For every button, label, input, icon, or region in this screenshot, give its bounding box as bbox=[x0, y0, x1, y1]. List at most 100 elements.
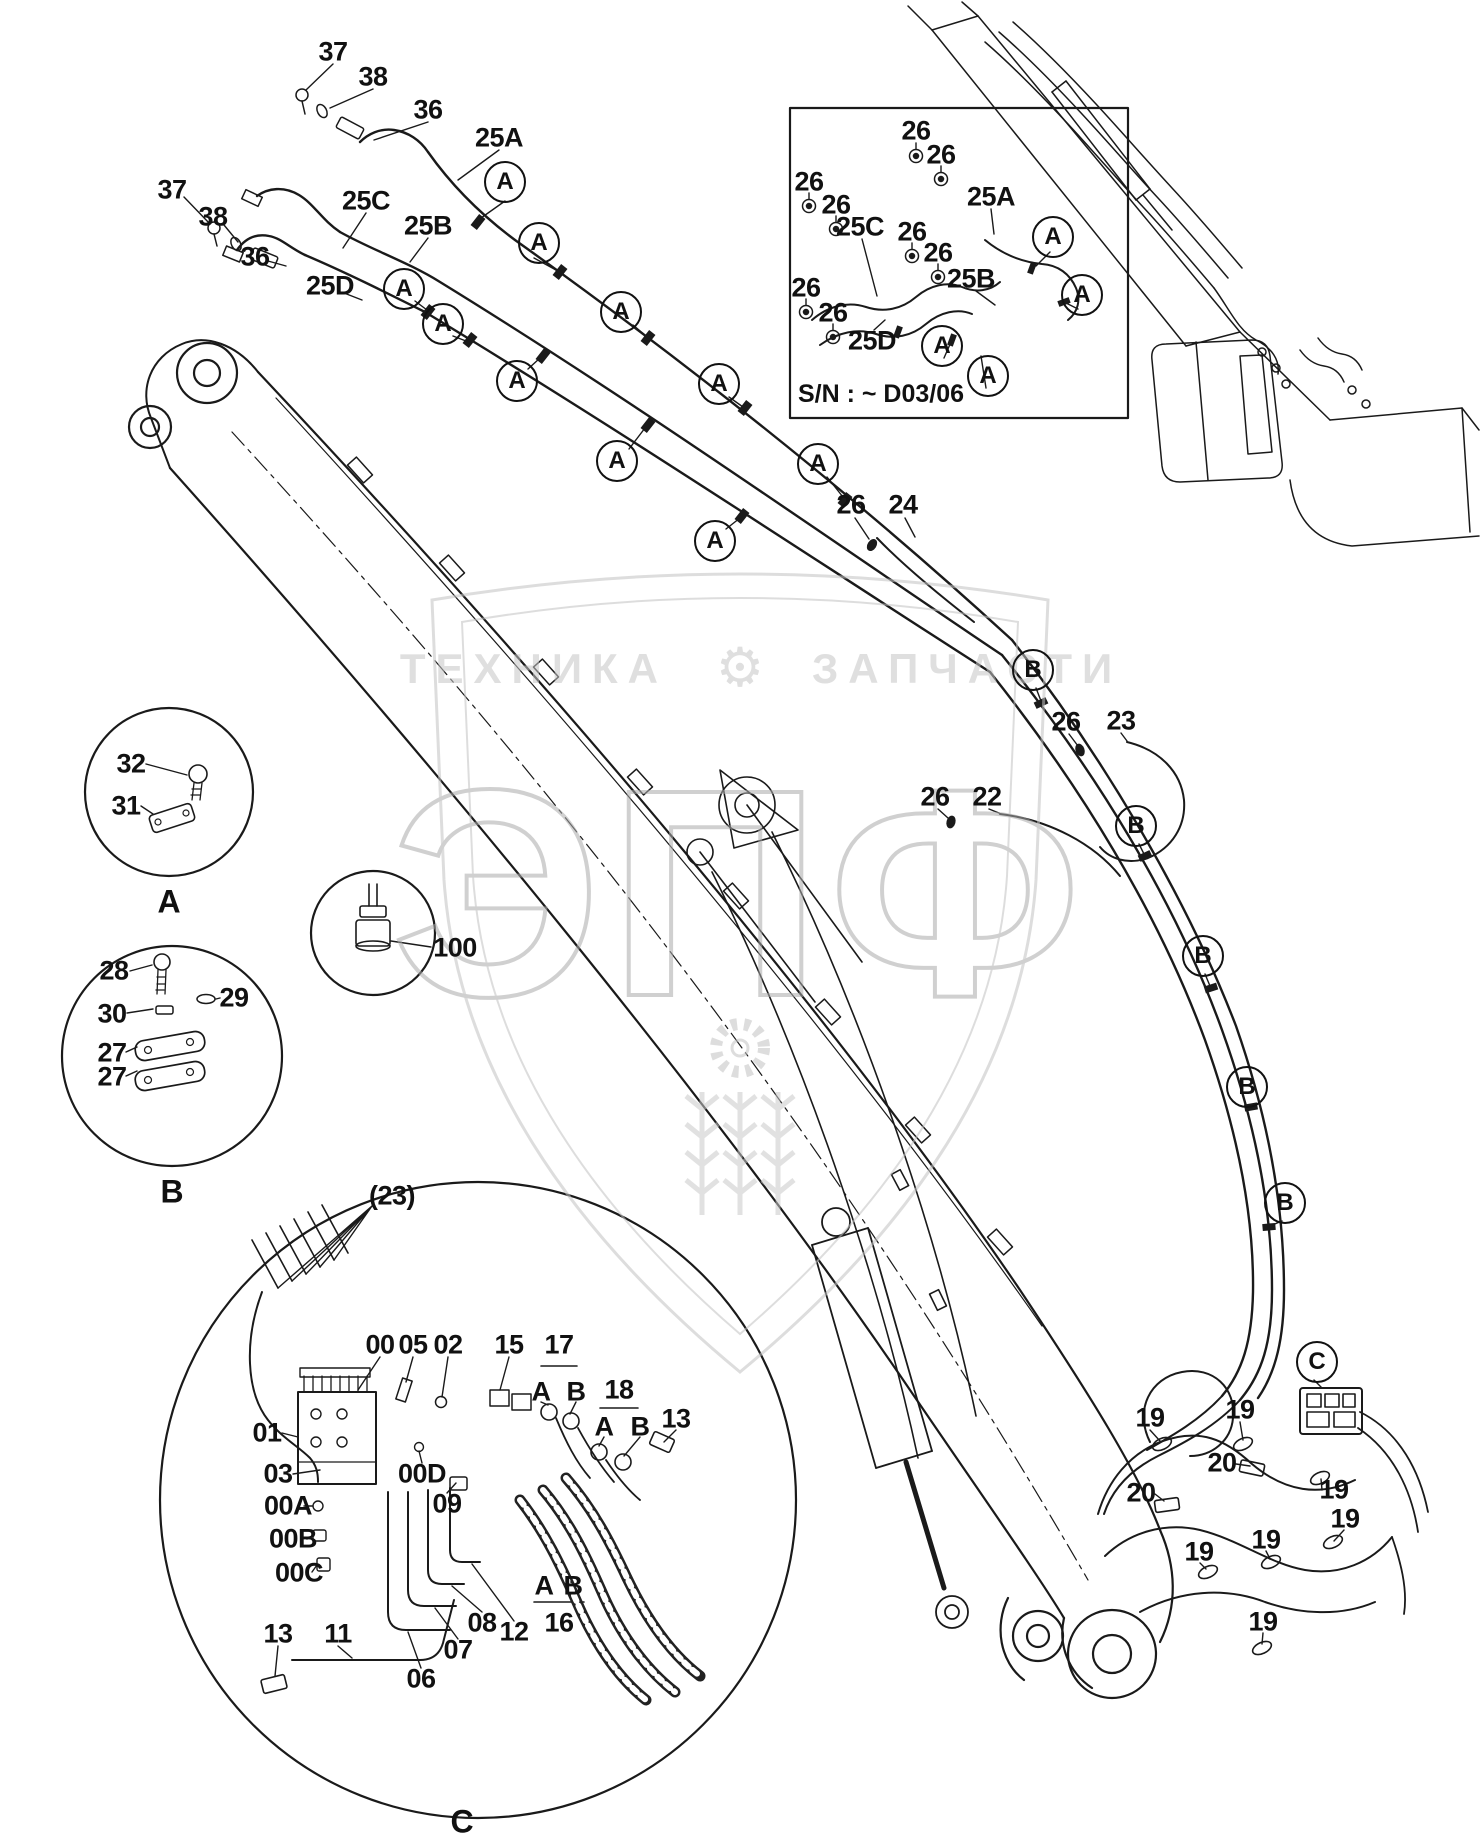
part-label-19: 19 bbox=[1135, 1402, 1165, 1433]
part-label-26: 26 bbox=[901, 115, 931, 146]
part-label-26: 26 bbox=[897, 216, 927, 247]
part-label-25d: 25D bbox=[847, 325, 897, 356]
part-label-24: 24 bbox=[888, 489, 918, 520]
part-label-28: 28 bbox=[99, 955, 129, 986]
part-label-25a: 25A bbox=[966, 181, 1016, 212]
hose-cluster bbox=[1097, 1370, 1429, 1656]
part-label-00a: 00A bbox=[263, 1490, 313, 1521]
part-label-02: 02 bbox=[433, 1329, 463, 1360]
part-label-26: 26 bbox=[818, 297, 848, 328]
section-ref-a-circle: A bbox=[518, 222, 560, 264]
serial-number-note: S/N : ~ D03/06 bbox=[798, 380, 965, 408]
part-label-17: 17 bbox=[544, 1329, 574, 1360]
part-label-27: 27 bbox=[97, 1037, 127, 1068]
section-title-a: A bbox=[157, 883, 181, 920]
connector-block bbox=[1299, 1387, 1363, 1435]
part-label-19: 19 bbox=[1319, 1474, 1349, 1505]
mini-excavator-sketch bbox=[907, 1, 1480, 547]
part-label-27: 27 bbox=[97, 1061, 127, 1092]
section-ref-a-circle: A bbox=[484, 161, 526, 203]
section-ref-a-circle: A bbox=[797, 443, 839, 485]
part-label-26: 26 bbox=[794, 166, 824, 197]
part-label-18: 18 bbox=[604, 1374, 634, 1405]
part-label-38: 38 bbox=[198, 201, 228, 232]
section-ref-a-circle: A bbox=[596, 440, 638, 482]
part-label-26: 26 bbox=[791, 272, 821, 303]
part-label-19: 19 bbox=[1184, 1536, 1214, 1567]
part-label-25a: 25A bbox=[474, 122, 524, 153]
part-label-36: 36 bbox=[240, 241, 270, 272]
part-label-b: B bbox=[566, 1376, 587, 1407]
part-label-15: 15 bbox=[494, 1329, 524, 1360]
part-label-20: 20 bbox=[1207, 1447, 1237, 1478]
section-ref-a-circle: A bbox=[383, 268, 425, 310]
section-ref-b-circle: B bbox=[1012, 649, 1054, 691]
part-label-25b: 25B bbox=[946, 263, 996, 294]
part-label-07: 07 bbox=[443, 1634, 473, 1665]
section-ref-a-circle: A bbox=[967, 355, 1009, 397]
braided-hoses bbox=[514, 1472, 706, 1706]
part-label-36: 36 bbox=[413, 94, 443, 125]
section-ref-a-circle: A bbox=[1032, 216, 1074, 258]
part-label-25d: 25D bbox=[305, 270, 355, 301]
section-ref-a-circle: A bbox=[600, 291, 642, 333]
part-label-00d: 00D bbox=[397, 1458, 447, 1489]
part-label-00b: 00B bbox=[268, 1523, 318, 1554]
part-label-13: 13 bbox=[263, 1618, 293, 1649]
section-title-c: C bbox=[450, 1803, 474, 1836]
part-label-01: 01 bbox=[252, 1417, 282, 1448]
part-label-100: 100 bbox=[433, 932, 477, 963]
section-ref-b-circle: B bbox=[1226, 1066, 1268, 1108]
part-label-19: 19 bbox=[1330, 1503, 1360, 1534]
section-title-b: B bbox=[160, 1173, 184, 1210]
part-label-26: 26 bbox=[923, 237, 953, 268]
part-label-16: 16 bbox=[544, 1607, 574, 1638]
part-label-26: 26 bbox=[920, 781, 950, 812]
part-label-32: 32 bbox=[116, 748, 146, 779]
part-label-25c: 25C bbox=[341, 185, 391, 216]
part-label-19: 19 bbox=[1225, 1394, 1255, 1425]
part-label-30: 30 bbox=[97, 998, 127, 1029]
section-ref-a-circle: A bbox=[921, 325, 963, 367]
part-label-a: A bbox=[531, 1376, 552, 1407]
part-label-23: 23 bbox=[1106, 705, 1136, 736]
part-label-00c: 00C bbox=[274, 1557, 324, 1588]
part-label-03: 03 bbox=[263, 1458, 293, 1489]
part-label-37: 37 bbox=[157, 174, 187, 205]
part-label-a: A bbox=[534, 1570, 555, 1601]
part-label-b: B bbox=[630, 1411, 651, 1442]
part-label-23: (23) bbox=[368, 1180, 416, 1211]
part-label-a: A bbox=[594, 1411, 615, 1442]
part-label-12: 12 bbox=[499, 1616, 529, 1647]
part-label-29: 29 bbox=[219, 982, 249, 1013]
part-label-11: 11 bbox=[324, 1618, 352, 1649]
part-label-38: 38 bbox=[358, 61, 388, 92]
part-label-00: 00 bbox=[365, 1329, 395, 1360]
section-ref-b-circle: B bbox=[1182, 935, 1224, 977]
part-label-25c: 25C bbox=[835, 211, 885, 242]
part-label-26: 26 bbox=[836, 489, 866, 520]
part-label-05: 05 bbox=[398, 1329, 428, 1360]
inset-box bbox=[788, 106, 1130, 420]
section-ref-a-circle: A bbox=[422, 303, 464, 345]
part-label-25b: 25B bbox=[403, 210, 453, 241]
part-label-31: 31 bbox=[111, 790, 141, 821]
part-label-20: 20 bbox=[1126, 1477, 1156, 1508]
part-label-13: 13 bbox=[661, 1403, 691, 1434]
part-label-19: 19 bbox=[1248, 1606, 1278, 1637]
part-label-26: 26 bbox=[821, 189, 851, 220]
part-label-22: 22 bbox=[972, 781, 1002, 812]
part-label-b: B bbox=[563, 1570, 584, 1601]
part-label-26: 26 bbox=[1051, 706, 1081, 737]
detail-a-view bbox=[83, 706, 255, 878]
section-ref-a-circle: A bbox=[1061, 274, 1103, 316]
part-label-06: 06 bbox=[406, 1663, 436, 1694]
part-label-08: 08 bbox=[467, 1607, 497, 1638]
part-label-26: 26 bbox=[926, 139, 956, 170]
section-ref-c-circle: C bbox=[1296, 1341, 1338, 1383]
fastener-icons bbox=[207, 88, 365, 269]
section-ref-b-circle: B bbox=[1115, 805, 1157, 847]
